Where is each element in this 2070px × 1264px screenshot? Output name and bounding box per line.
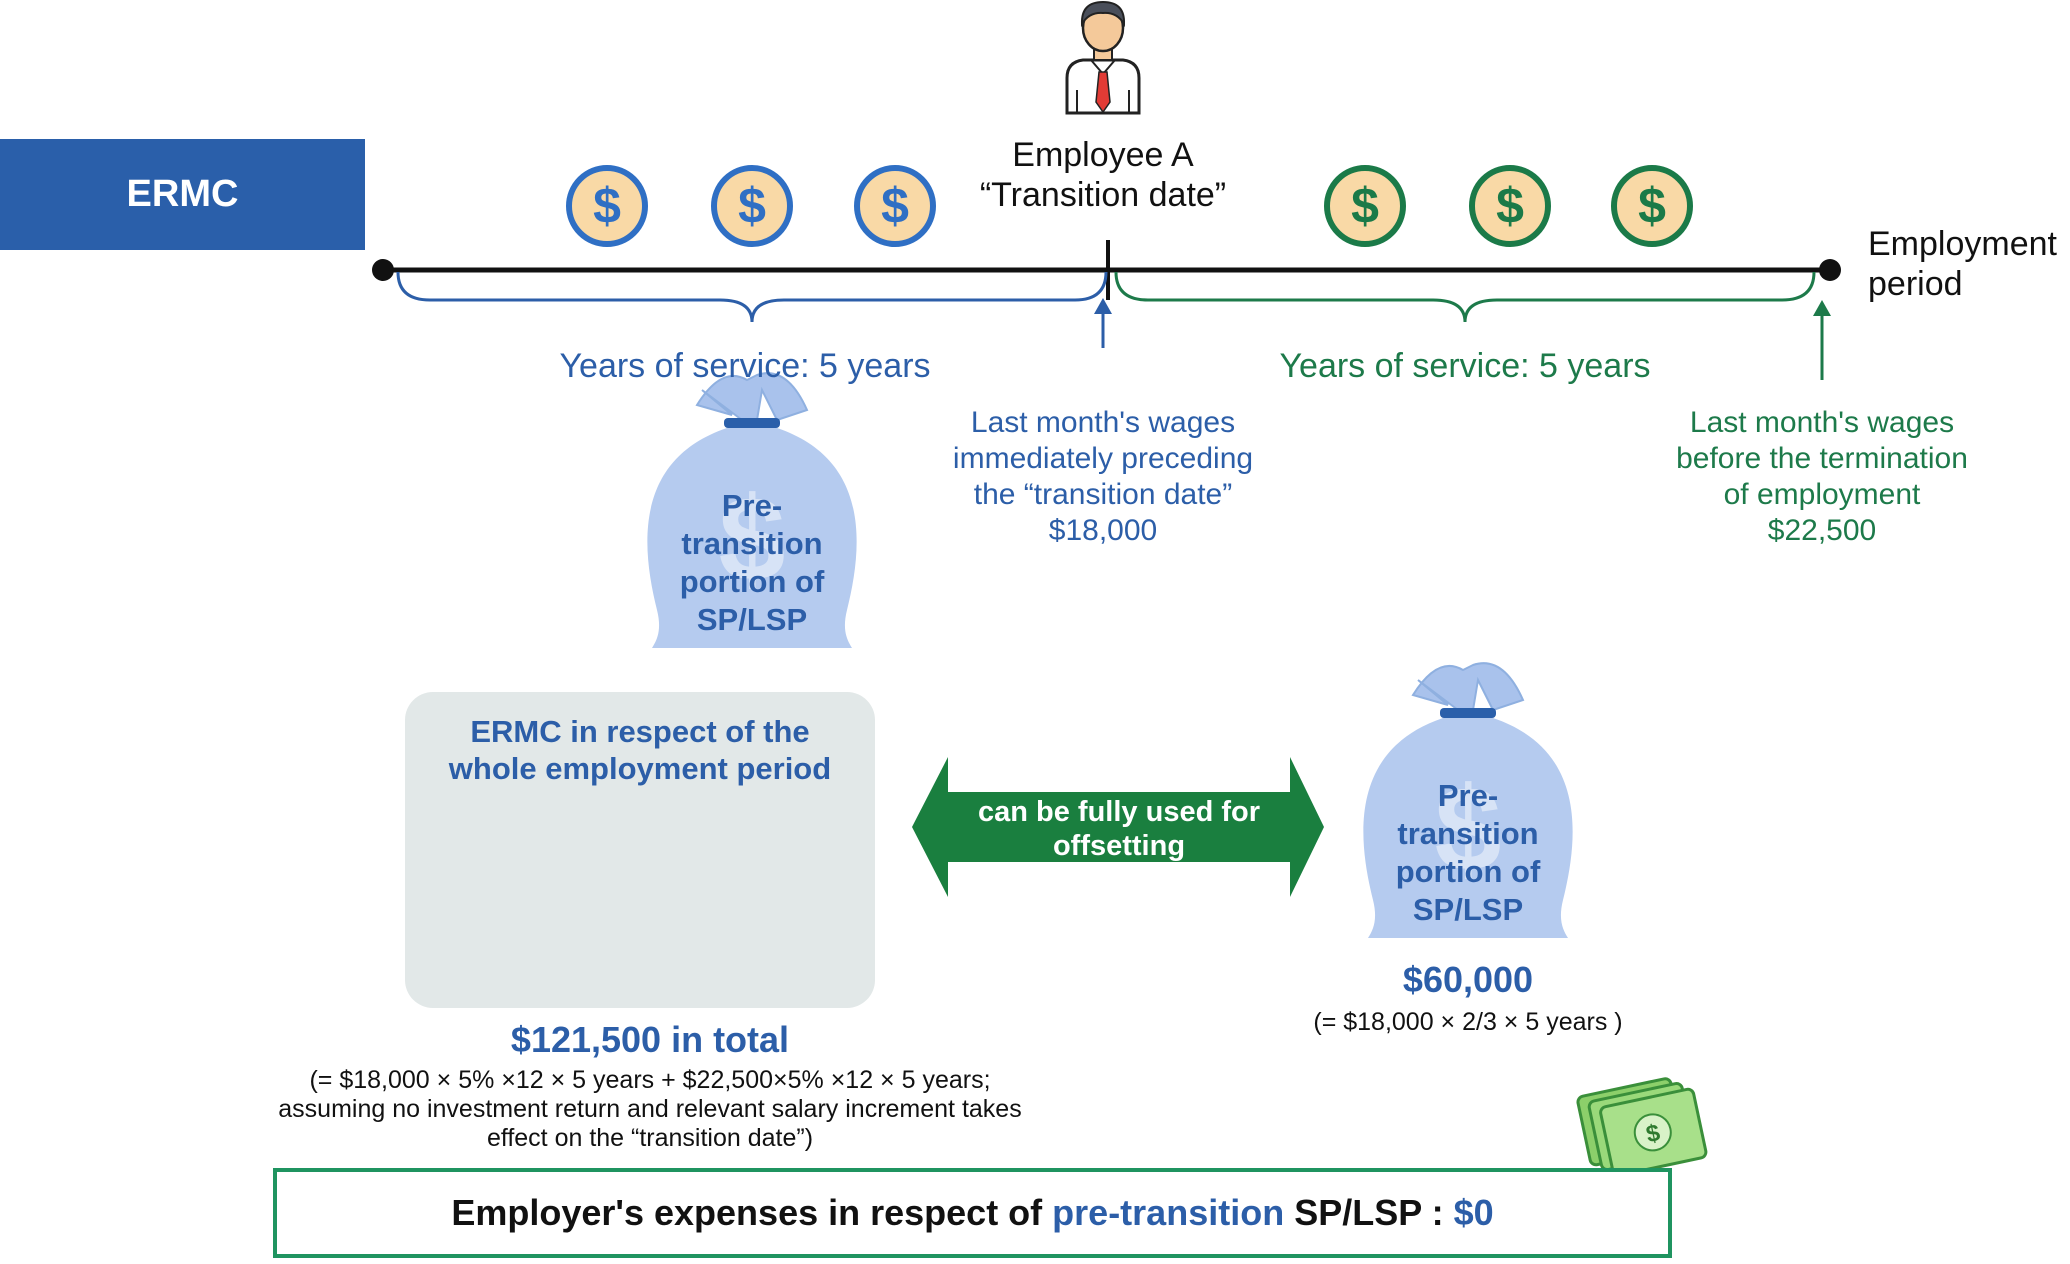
right-bag-label: Pre- transition portion of SP/LSP bbox=[1368, 777, 1568, 929]
cash-stack-icon: $ bbox=[1576, 1077, 1708, 1177]
post-years-of-service: Years of service: 5 years bbox=[1279, 347, 1651, 385]
transition-date-label: “Transition date” bbox=[979, 176, 1227, 214]
offset-double-arrow bbox=[912, 757, 1324, 897]
right-bag-label-line: SP/LSP bbox=[1412, 892, 1524, 927]
pre-wage-amount: $18,000 bbox=[1048, 514, 1158, 547]
dollar-coin-icon bbox=[1614, 168, 1690, 244]
post-wage-line-2: before the termination bbox=[1676, 442, 1968, 475]
svg-text:$: $ bbox=[1644, 1119, 1663, 1148]
post-wage-text: Last month's wages before the terminatio… bbox=[1622, 405, 2022, 549]
employment-period-line-2: period bbox=[1868, 265, 1963, 303]
employment-period-line-1: Employment bbox=[1868, 225, 2057, 263]
pre-brace bbox=[396, 271, 1108, 323]
post-wage-amount: $22,500 bbox=[1767, 514, 1877, 547]
ermc-total: $121,500 in total bbox=[510, 1019, 790, 1060]
dollar-coin-icon bbox=[714, 168, 790, 244]
ermc-tag-label: ERMC bbox=[126, 173, 239, 215]
top-bag-label-line: Pre- bbox=[721, 488, 783, 523]
ermc-box-title: ERMC in respect of the whole employment … bbox=[405, 713, 875, 787]
post-wage-arrow bbox=[1813, 300, 1831, 380]
employee-name: Employee A bbox=[1012, 136, 1194, 174]
top-bag-label-line: portion of bbox=[679, 564, 825, 599]
employee-label: Employee A “Transition date” bbox=[903, 135, 1303, 215]
offset-arrow-label: can be fully used for offsetting bbox=[948, 795, 1290, 863]
right-bag-formula: (= $18,000 × 2/3 × 5 years ) bbox=[1313, 1008, 1623, 1036]
ermc-box-title-line-1: ERMC in respect of the bbox=[470, 714, 810, 749]
employment-period-label: Employment period bbox=[1868, 224, 2068, 304]
ermc-box-title-line-2: whole employment period bbox=[448, 751, 832, 786]
ermc-tag: ERMC bbox=[0, 139, 365, 250]
offset-arrow-label-line-1: can be fully used for bbox=[978, 796, 1260, 828]
pre-wage-line-3: the “transition date” bbox=[973, 478, 1233, 511]
offset-arrow-label-line-2: offsetting bbox=[1052, 830, 1186, 862]
pre-wage-text: Last month's wages immediately preceding… bbox=[903, 405, 1303, 549]
dollar-coin-icon bbox=[1472, 168, 1548, 244]
timeline bbox=[372, 240, 1841, 300]
ermc-formula-line-3: effect on the “transition date”) bbox=[486, 1124, 814, 1152]
right-bag-amount: $60,000 bbox=[1402, 959, 1534, 1000]
pre-wage-line-1: Last month's wages bbox=[970, 406, 1236, 439]
businessman-icon bbox=[1065, 0, 1141, 115]
right-bag-label-line: Pre- bbox=[1437, 778, 1499, 813]
employer-expenses-box: Employer's expenses in respect of pre-tr… bbox=[273, 1168, 1672, 1258]
expenses-prefix: Employer's expenses in respect of bbox=[451, 1192, 1053, 1233]
pre-years-of-service: Years of service: 5 years bbox=[559, 347, 931, 385]
post-wage-line-3: of employment bbox=[1723, 478, 1921, 511]
right-bag-label-line: portion of bbox=[1395, 854, 1541, 889]
top-bag-label-line: transition bbox=[681, 526, 823, 561]
ermc-formula-line-1: (= $18,000 × 5% ×12 × 5 years + $22,500×… bbox=[309, 1066, 991, 1094]
post-brace bbox=[1114, 271, 1816, 323]
dollar-coin-icon bbox=[1327, 168, 1403, 244]
top-bag-label-line: SP/LSP bbox=[696, 602, 808, 637]
right-bag-label-line: transition bbox=[1397, 816, 1539, 851]
top-bag-label: Pre- transition portion of SP/LSP bbox=[652, 487, 852, 639]
post-wage-line-1: Last month's wages bbox=[1689, 406, 1955, 439]
dollar-coin-icon bbox=[569, 168, 645, 244]
pre-wage-arrow bbox=[1094, 298, 1112, 348]
ermc-box bbox=[405, 692, 875, 1008]
expenses-amount: $0 bbox=[1453, 1192, 1494, 1233]
expenses-highlight: pre-transition bbox=[1052, 1192, 1285, 1233]
ermc-formula-line-2: assuming no investment return and releva… bbox=[278, 1095, 1022, 1123]
ermc-formula: (= $18,000 × 5% ×12 × 5 years + $22,500×… bbox=[230, 1066, 1070, 1153]
expenses-middle: SP/LSP : bbox=[1284, 1192, 1454, 1233]
pre-wage-line-2: immediately preceding bbox=[952, 442, 1254, 475]
